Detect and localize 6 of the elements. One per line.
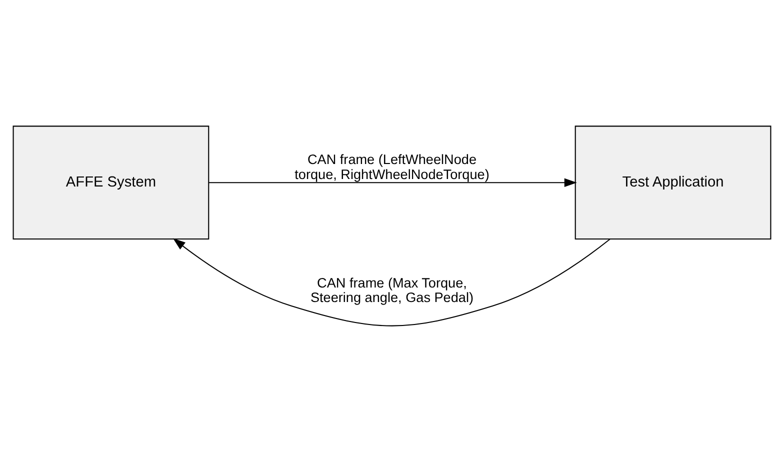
node-box: AFFE System [12,125,210,240]
arrow [172,238,610,326]
edge-label: CAN frame (LeftWheelNode torque, RightWheelNodeTorque) [294,152,490,182]
node-box: Test Application [574,125,772,240]
arrow [208,178,577,186]
edge-label: CAN frame (Max Torque, Steering angle, Gas Pedal) [310,274,474,305]
